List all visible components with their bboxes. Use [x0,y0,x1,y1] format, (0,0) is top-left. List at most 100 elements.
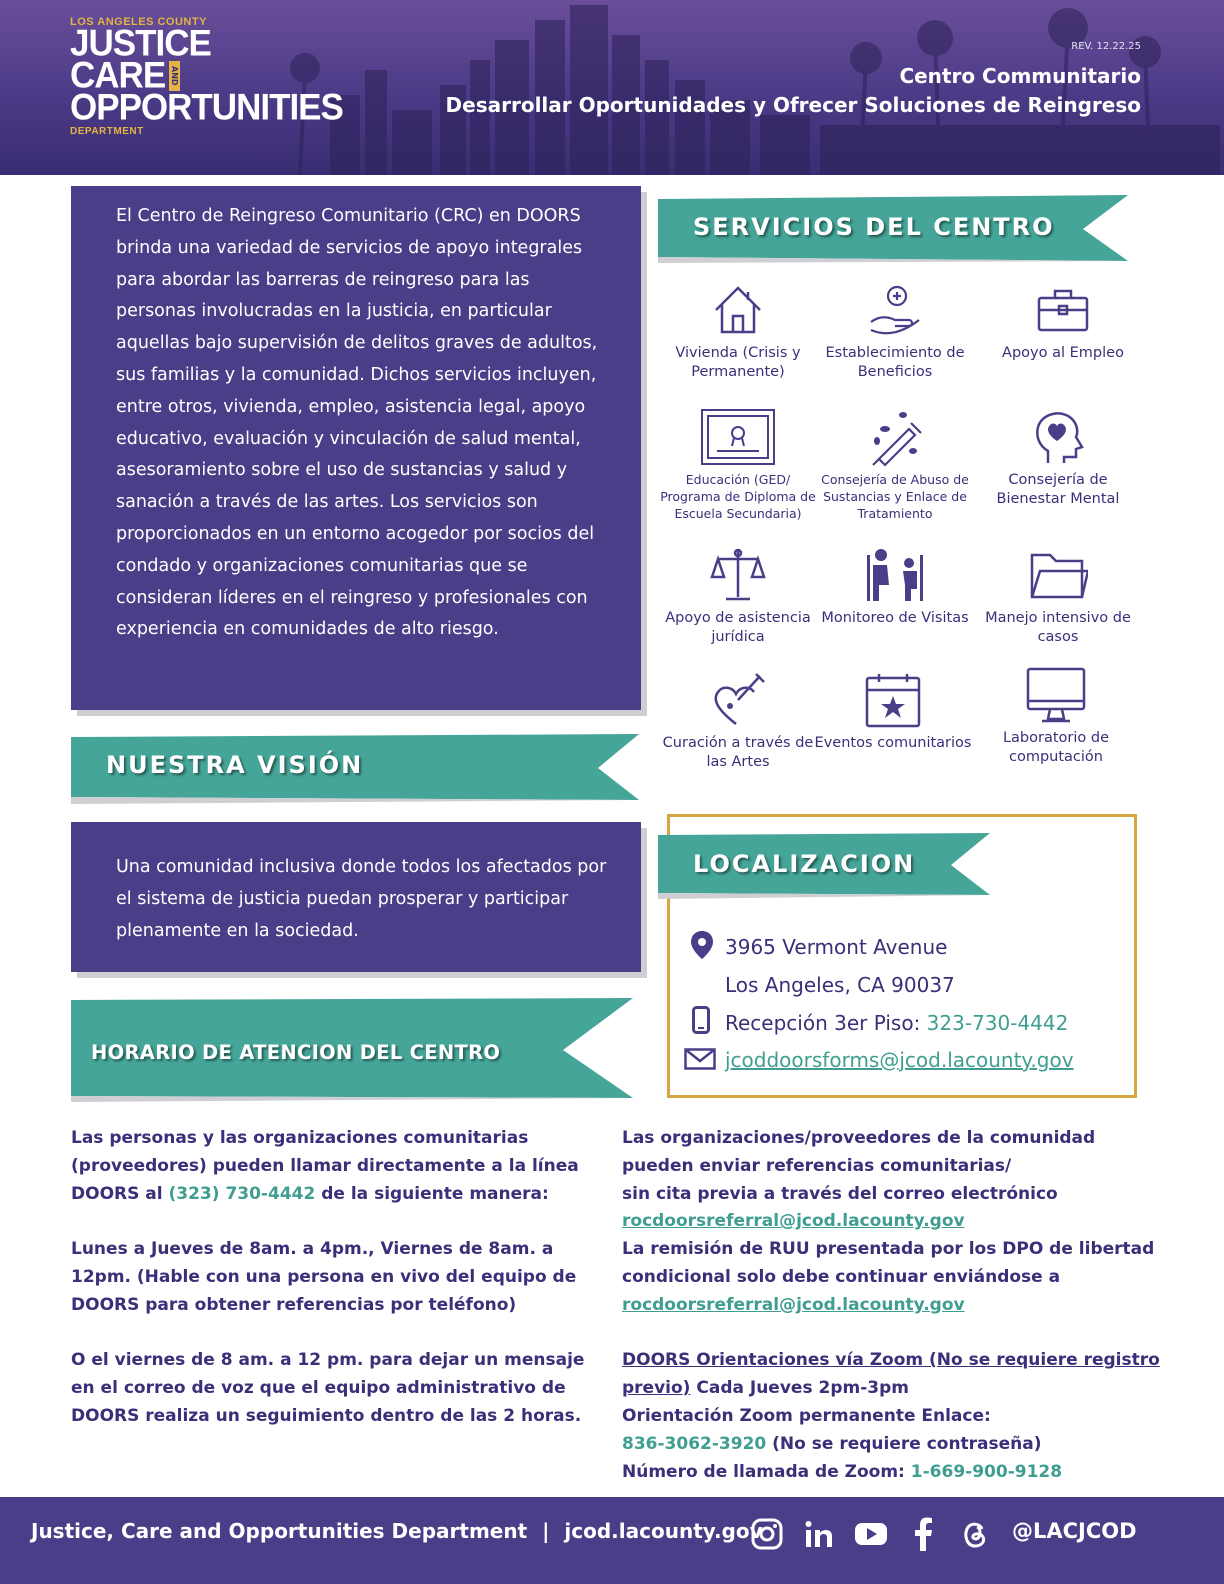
revision-date: REV. 12.22.25 [1071,41,1141,52]
footer-text: Justice, Care and Opportunities Departme… [31,1519,763,1543]
location-title: LOCALIZACION [693,850,916,878]
hours-phone[interactable]: (323) 730-4442 [168,1183,316,1204]
email-icon [684,1048,716,1070]
hours-p1-a: Las personas y las organizaciones comuni… [71,1128,579,1204]
logo-and: AND [169,61,181,91]
hours-p1-b: de la siguiente manera: [321,1183,549,1204]
service-mental: Consejería de Bienestar Mental [978,407,1138,509]
scales-icon [710,548,766,601]
location-email-link[interactable]: jcoddoorsforms@jcod.lacounty.gov [725,1048,1074,1072]
benefits-hand-icon [870,285,920,335]
zoom-meeting-id[interactable]: 836-3062-3920 [622,1433,767,1454]
facebook-icon[interactable] [906,1517,940,1551]
diploma-icon [701,409,775,465]
footer-dept: Justice, Care and Opportunities Departme… [31,1519,528,1543]
address-line1: 3965 Vermont Avenue [725,935,948,959]
referrals-line2: sin cita previa a través del correo elec… [622,1183,1058,1204]
address-line2: Los Angeles, CA 90037 [725,973,955,997]
threads-icon[interactable] [958,1517,992,1551]
reception-phone[interactable]: 323-730-4442 [926,1011,1069,1035]
page-title-line2: Desarrollar Oportunidades y Ofrecer Solu… [445,93,1141,117]
service-label: Laboratorio de computación [1002,730,1110,765]
briefcase-icon [1037,289,1089,332]
service-label: Apoyo al Empleo [1002,345,1124,361]
services-ribbon: SERVICIOS DEL CENTRO [658,195,1133,263]
vision-ribbon: NUESTRA VISIÓN [71,734,643,804]
logo-county: LOS ANGELES COUNTY [70,16,207,28]
syringe-pills-icon [872,412,922,467]
referrals-text-column: Las organizaciones/proveedores de la com… [622,1125,1162,1486]
hours-paragraph-3: O el viernes de 8 am. a 12 pm. para deja… [71,1350,585,1426]
service-computer-lab: Laboratorio de computación [976,665,1136,767]
youtube-icon[interactable] [854,1517,888,1551]
zoom-orientation-link[interactable]: DOORS Orientaciones vía Zoom (No se requ… [622,1350,1160,1399]
referrals-line1: Las organizaciones/proveedores de la com… [622,1128,1096,1176]
reception-label: Recepción 3er Piso: [725,1011,921,1035]
zoom-no-password: (No se requiere contraseña) [772,1433,1042,1454]
page-title: Centro Communitario Desarrollar Oportuni… [446,62,1141,120]
service-label: Curación a través de las Artes [662,735,814,770]
zoom-permanent-label: Orientación Zoom permanente Enlace: [622,1405,991,1426]
location-ribbon: LOCALIZACION [658,833,993,899]
header-banner: LOS ANGELES COUNTY JUSTICE CARE AND OPPO… [0,0,1224,175]
vision-box: Una comunidad inclusiva donde todos los … [71,822,641,972]
footer-separator: | [542,1519,550,1543]
service-case-mgmt: Manejo intensivo de casos [978,545,1138,647]
logo-opportunities: OPPORTUNITIES [70,87,344,128]
service-arts: Curación a través de las Artes [658,670,818,772]
service-label: Consejería de Abuso de Sustancias y Enla… [821,472,969,521]
hours-paragraph-1: Las personas y las organizaciones comuni… [71,1125,601,1208]
linkedin-icon[interactable] [802,1517,836,1551]
logo-justice: JUSTICE [70,23,212,64]
reception-line: Recepción 3er Piso: 323-730-4442 [725,1011,1068,1035]
folder-icon [1030,553,1088,599]
zoom-call-number[interactable]: 1-669-900-9128 [910,1461,1063,1482]
service-employment: Apoyo al Empleo [983,280,1143,363]
calendar-star-icon [865,674,921,728]
hours-paragraph-2: Lunes a Jueves de 8am. a 4pm., Viernes d… [71,1239,577,1315]
footer-social-handle[interactable]: @LACJCOD [1012,1519,1137,1543]
instagram-icon[interactable] [750,1517,784,1551]
monitor-icon [1026,667,1086,723]
hours-text-column: Las personas y las organizaciones comuni… [71,1125,601,1459]
service-label: Vivienda (Crisis y Permanente) [675,345,801,380]
art-heart-icon [714,673,765,725]
zoom-call-label: Número de llamada de Zoom: [622,1461,905,1482]
referrals-line3: La remisión de RUU presentada por los DP… [622,1239,1155,1287]
vision-title: NUESTRA VISIÓN [106,751,364,779]
service-events: Eventos comunitarios [813,670,973,753]
service-label: Educación (GED/ Programa de Diploma de E… [660,472,816,521]
jcod-logo: LOS ANGELES COUNTY JUSTICE CARE AND OPPO… [70,16,344,137]
service-benefits: Establecimiento de Beneficios [815,280,975,382]
services-title: SERVICIOS DEL CENTRO [693,213,1055,241]
house-icon [715,286,761,334]
referral-email-link-1[interactable]: rocdoorsreferral@jcod.lacounty.gov [622,1211,965,1232]
service-label: Manejo intensivo de casos [985,610,1131,645]
service-label: Eventos comunitarios [814,735,972,751]
service-label: Establecimiento de Beneficios [825,345,965,380]
service-legal: Apoyo de asistencia jurídica [658,545,818,647]
intro-text: El Centro de Reingreso Comunitario (CRC)… [116,206,598,640]
page-title-line1: Centro Communitario [899,64,1141,88]
service-label: Apoyo de asistencia jurídica [665,610,811,645]
service-substance: Consejería de Abuso de Sustancias y Enla… [815,407,975,522]
social-icons [750,1517,1010,1551]
hours-ribbon: HORARIO DE ATENCION DEL CENTRO [71,998,636,1102]
city-skyline-image [290,5,1220,175]
email-line: jcoddoorsforms@jcod.lacounty.gov [725,1048,1074,1072]
intro-box: El Centro de Reingreso Comunitario (CRC)… [71,186,641,710]
vision-text: Una comunidad inclusiva donde todos los … [116,857,607,941]
zoom-when: Cada Jueves 2pm-3pm [696,1378,909,1399]
service-education: Educación (GED/ Programa de Diploma de E… [658,407,818,522]
location-box [667,814,1137,1098]
service-housing: Vivienda (Crisis y Permanente) [658,280,818,382]
service-label: Consejería de Bienestar Mental [996,472,1120,507]
service-label: Monitoreo de Visitas [821,610,969,626]
footer-site-link[interactable]: jcod.lacounty.gov [564,1519,763,1543]
footer-bar: Justice, Care and Opportunities Departme… [0,1497,1224,1584]
referral-email-link-2[interactable]: rocdoorsreferral@jcod.lacounty.gov [622,1294,965,1315]
service-visits: Monitoreo de Visitas [815,545,975,628]
logo-department: DEPARTMENT [70,126,144,137]
visit-icon [867,549,923,601]
logo-care: CARE [70,55,166,96]
